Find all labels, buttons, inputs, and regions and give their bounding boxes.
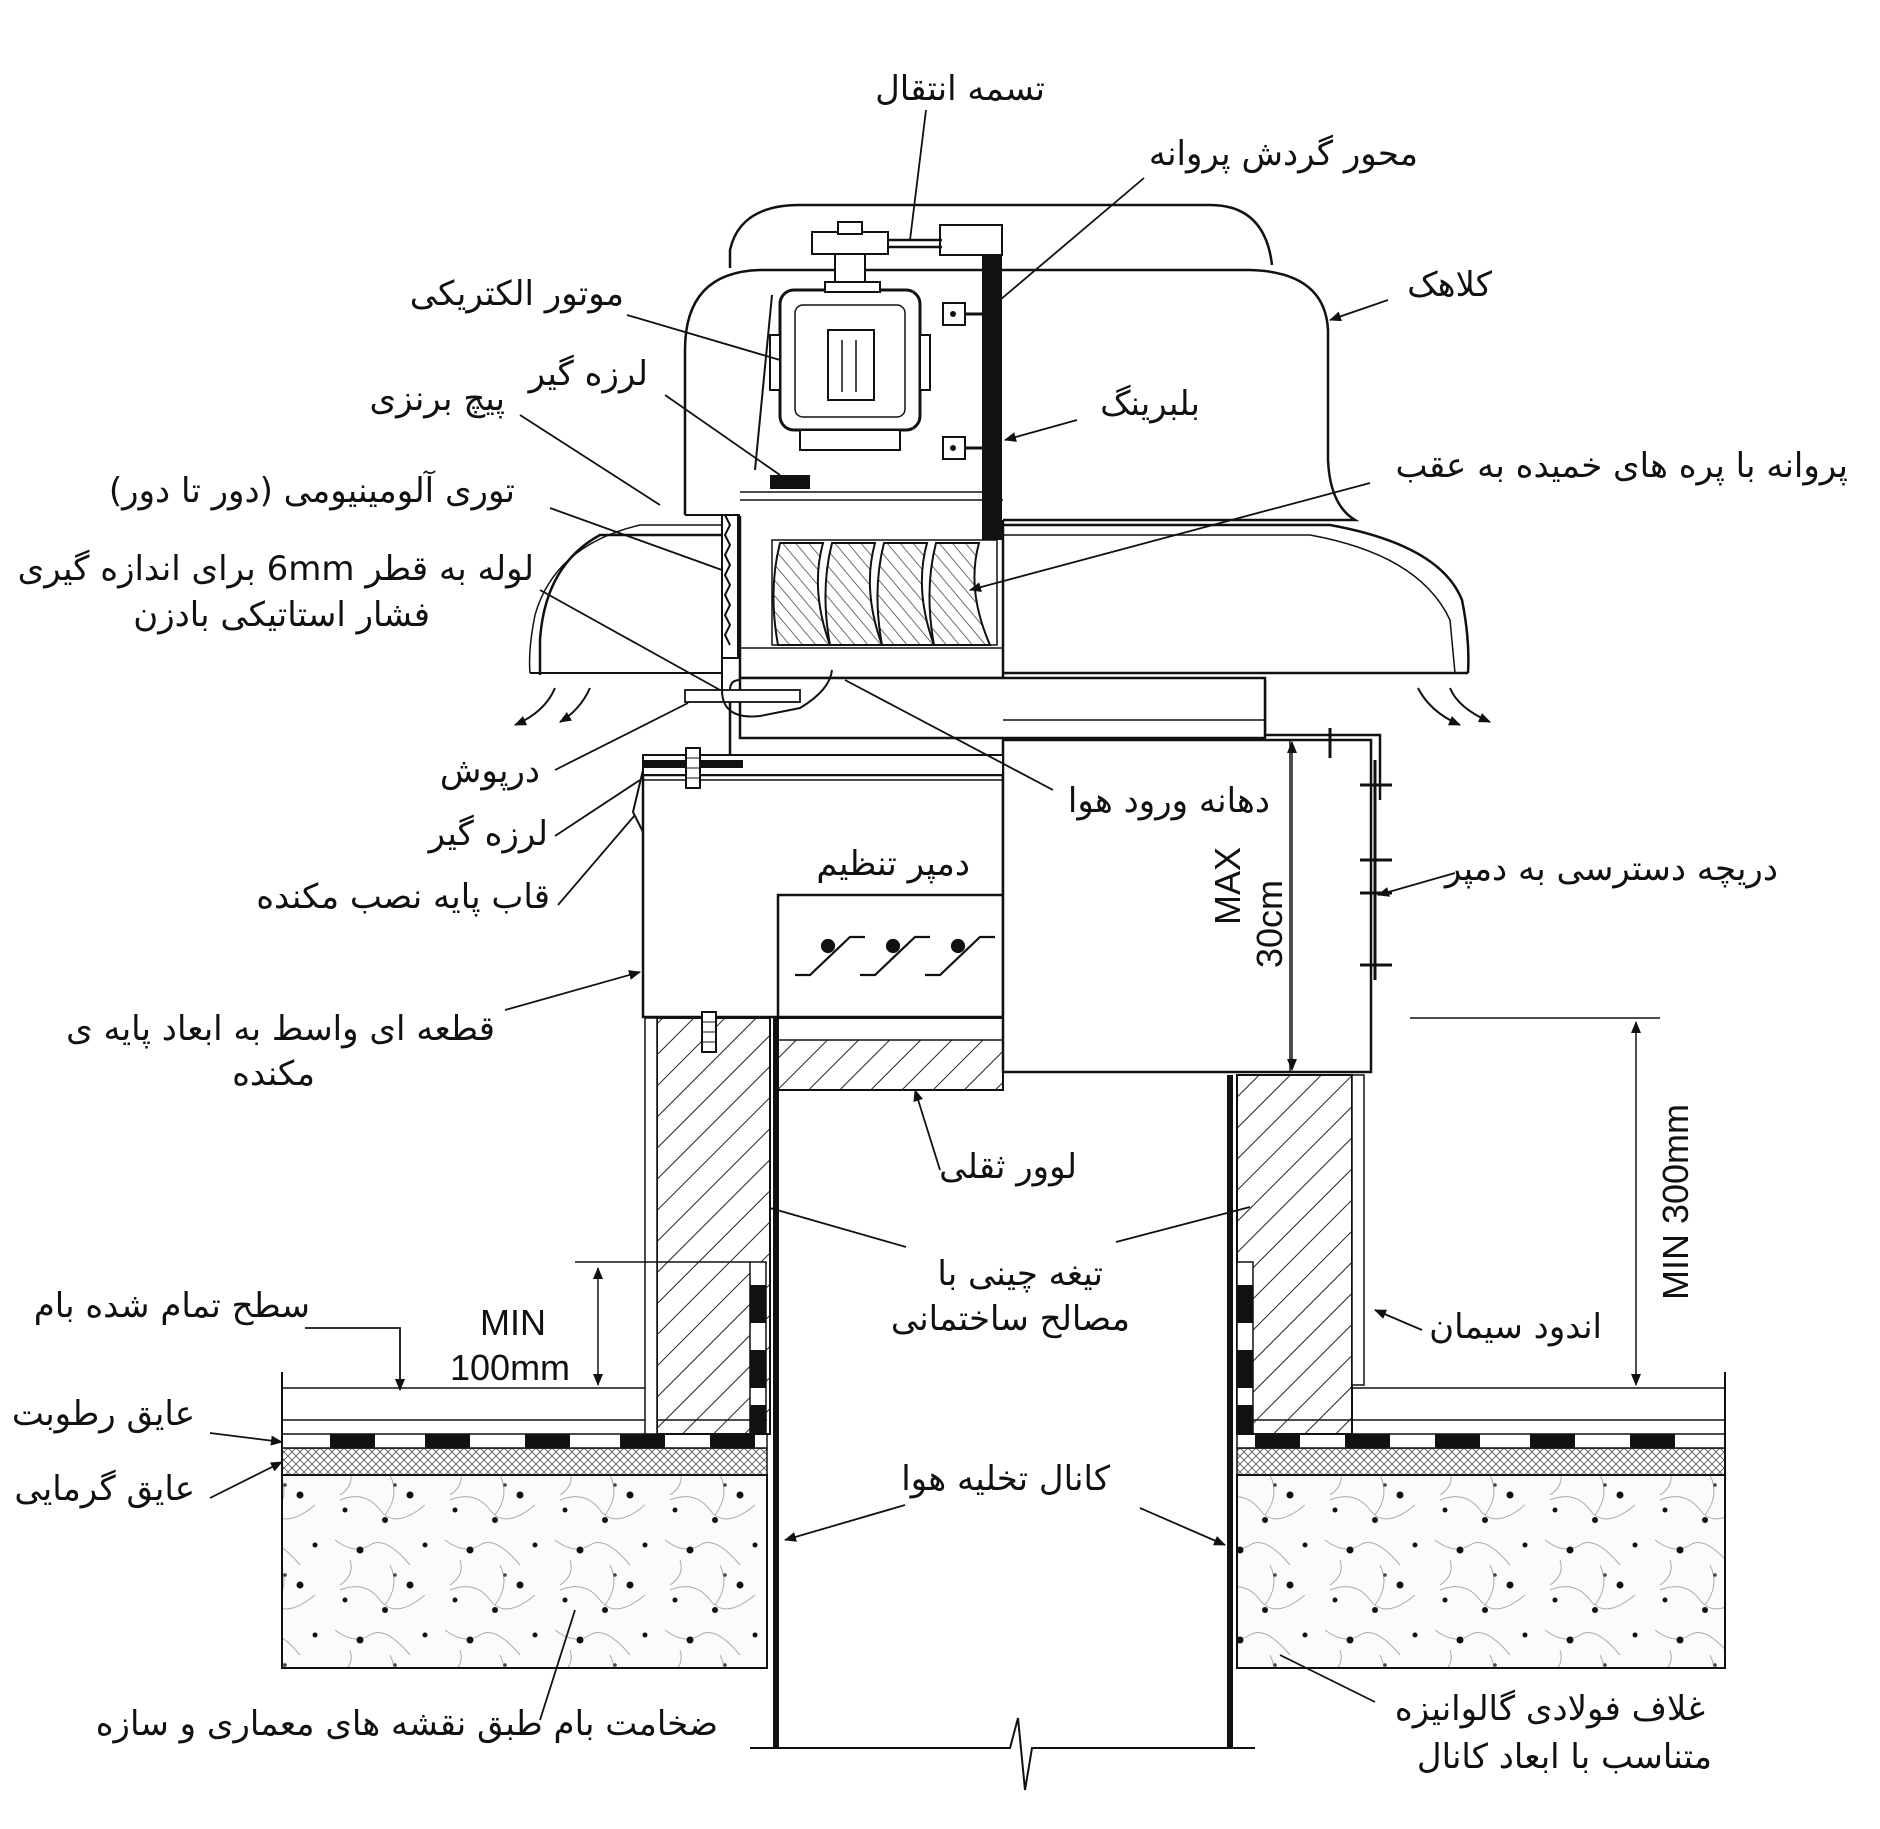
bolt-adapter — [701, 1011, 717, 1053]
impeller — [771, 539, 998, 646]
label-galv-sleeve-2: متناسب با ابعاد کانال — [1417, 1737, 1712, 1777]
airflow-arrows — [514, 687, 1491, 726]
label-air-inlet: دهانه ورود هوا — [1068, 781, 1270, 821]
masonry-curb-left — [644, 1017, 771, 1435]
impeller-shaft — [939, 224, 1003, 540]
exhaust-duct — [750, 1018, 1255, 1791]
label-aluminum-mesh: توری آلومینیومی (دور تا دور) — [109, 470, 515, 511]
label-finished-roof: سطح تمام شده بام — [34, 1286, 310, 1326]
dim-min-300mm — [1410, 1017, 1660, 1386]
label-roof-thickness: ضخامت بام طبق نقشه های معماری و سازه — [96, 1704, 718, 1744]
label-hood: کلاهک — [1407, 265, 1493, 305]
base-frame — [631, 747, 1004, 833]
masonry-curb-right — [1236, 1074, 1365, 1435]
dim-max-line1: MAX — [1207, 847, 1248, 925]
label-adapter-2: مکنده — [232, 1054, 315, 1094]
label-electric-motor: موتور الکتریکی — [410, 274, 624, 314]
hood-skirt — [528, 523, 1470, 675]
label-galv-sleeve-1: غلاف فولادی گالوانیزه — [1395, 1689, 1705, 1729]
label-lid: درپوش — [440, 751, 540, 791]
label-transmission-belt: تسمه انتقال — [875, 69, 1045, 109]
label-moisture-insulation: عایق رطوبت — [12, 1394, 195, 1434]
label-vibration-isolator-top: لرزه گیر — [527, 354, 648, 394]
dim-min100-line1: MIN — [480, 1302, 546, 1343]
label-masonry-2: مصالح ساختمانی — [891, 1299, 1130, 1339]
label-masonry-1: تیغه چینی با — [937, 1254, 1103, 1294]
label-thermal-insulation: عایق گرمایی — [14, 1469, 195, 1509]
label-gravity-louver: لوور ثقلی — [939, 1147, 1077, 1187]
leader-lines — [209, 109, 1456, 1721]
label-control-damper: دمپر تنظیم — [816, 844, 970, 884]
dim-min100-line2: 100mm — [450, 1347, 570, 1388]
label-damper-access-door: دریچه دسترسی به دمپر — [1443, 849, 1778, 889]
adapter-box — [641, 773, 1005, 1019]
label-exhaust-duct: کانال تخلیه هوا — [901, 1459, 1111, 1499]
label-pressure-tube-1: لوله به قطر 6mm برای اندازه گیری — [18, 549, 534, 589]
control-damper-blades — [795, 935, 995, 977]
label-pressure-tube-2: فشار استاتیکی بادزن — [133, 595, 430, 635]
dim-min-100mm — [575, 1261, 750, 1386]
label-vibration-isolator-bottom: لرزه گیر — [427, 814, 548, 854]
dim-max-line2: 30cm — [1249, 880, 1290, 968]
label-bearing: بلبرینگ — [1100, 384, 1200, 424]
dim-min300: MIN 300mm — [1655, 1104, 1696, 1300]
gravity-louver — [777, 1017, 1004, 1091]
label-base-frame: قاب پایه نصب مکنده — [256, 877, 550, 917]
aluminum-mesh — [721, 497, 739, 659]
label-impeller-shaft: محور گردش پروانه — [1149, 134, 1418, 174]
roof-slab-right — [1236, 1372, 1726, 1669]
pressure-tube — [721, 520, 833, 718]
label-cement-plaster: اندود سیمان — [1429, 1307, 1602, 1347]
damper-access-box — [1001, 680, 1392, 1074]
label-adapter-1: قطعه ای واسط به ابعاد پایه ی — [66, 1009, 495, 1049]
roof-slab-left — [281, 1372, 768, 1669]
label-brass-screw: پیچ برنزی — [369, 379, 505, 419]
label-backward-curved-impeller: پروانه با پره های خمیده به عقب — [1395, 446, 1848, 486]
electric-motor — [754, 221, 942, 489]
labels: تسمه انتقال محور گردش پروانه کلاهک موتور… — [12, 69, 1848, 1777]
